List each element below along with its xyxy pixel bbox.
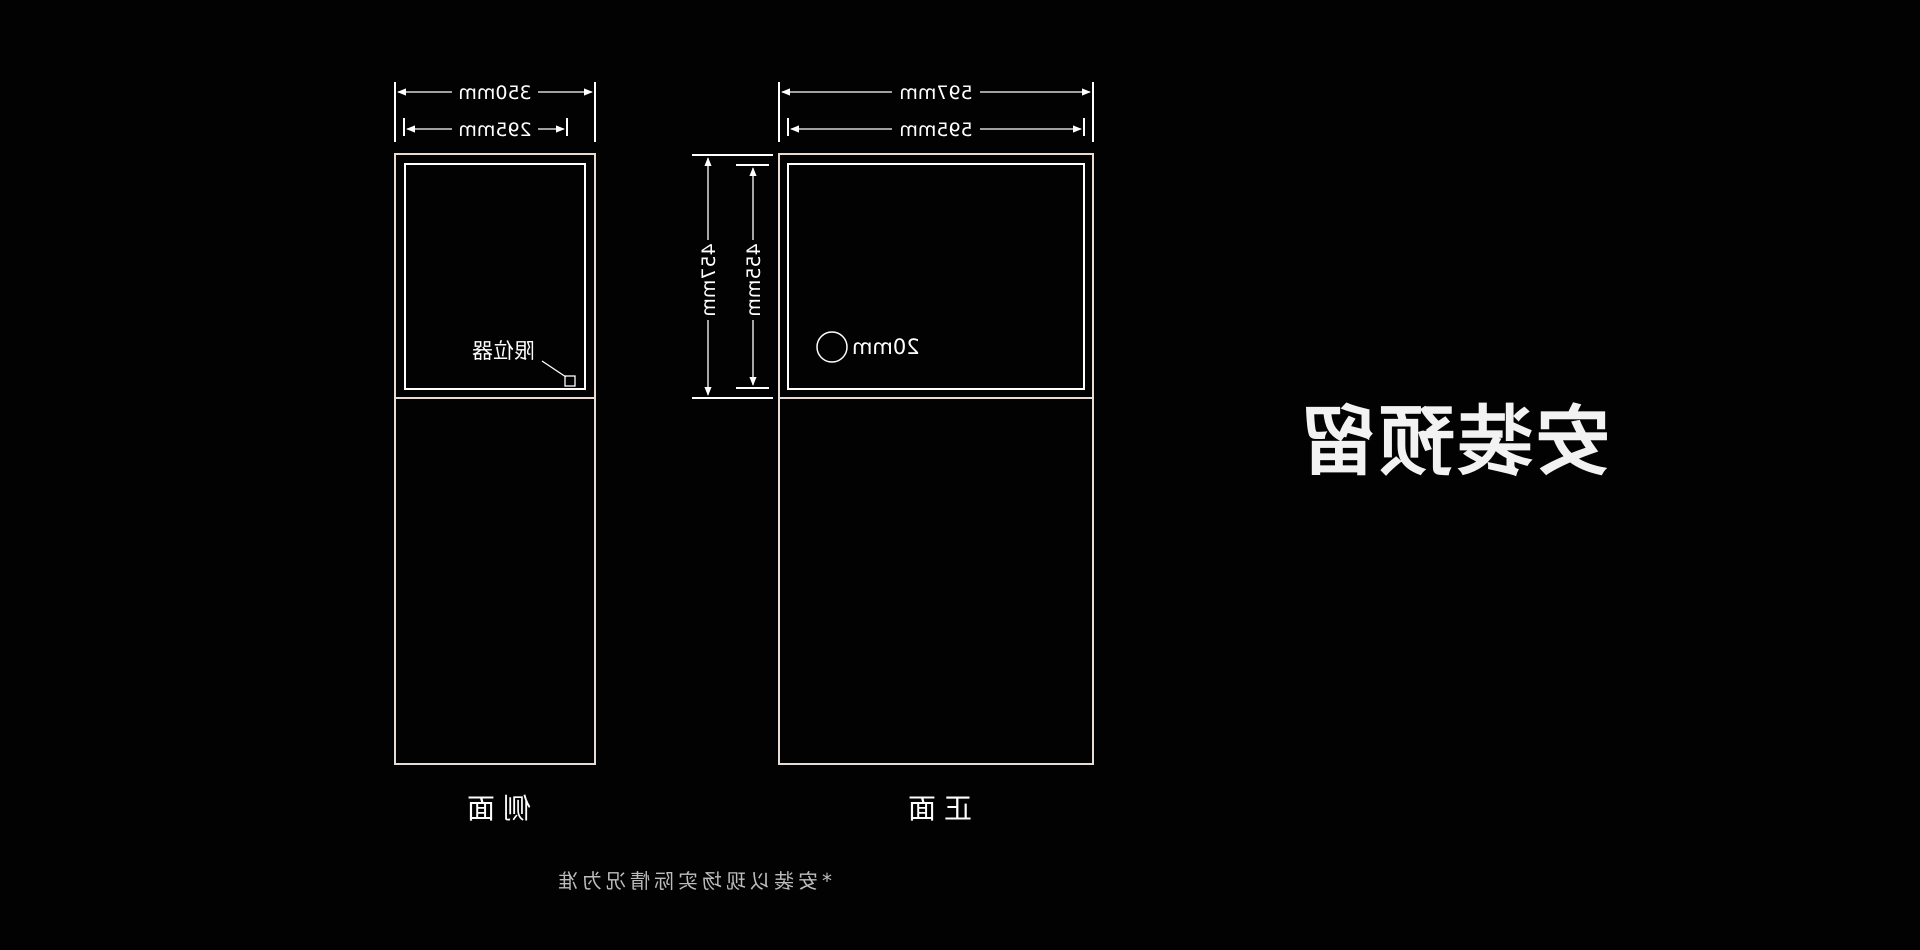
- limiter-marker: [564, 375, 576, 387]
- front-outer-width-label: 597mm: [899, 82, 972, 104]
- side-outer-width-label: 350mm: [458, 82, 531, 104]
- side-cabinet-outline: [394, 153, 596, 765]
- side-inner-width-label: 295mm: [458, 119, 531, 141]
- side-view: 限位器 350mm 295mm 侧面: [394, 82, 596, 825]
- side-view-label: 侧面: [459, 792, 531, 825]
- hole-diameter-label: 20mm: [852, 335, 920, 359]
- limiter-label: 限位器: [472, 339, 535, 363]
- limiter-leader: [541, 360, 567, 378]
- front-cabinet-outline: [778, 153, 1094, 765]
- front-niche-inner: [787, 163, 1085, 390]
- front-view: 20mm 597mm 595mm 457mm: [692, 82, 1094, 825]
- front-view-label: 正面: [900, 792, 972, 825]
- front-outer-height-label: 457mm: [698, 243, 720, 316]
- side-niche-inner: [404, 163, 586, 390]
- front-inner-height-label: 455mm: [743, 243, 765, 316]
- footnote: *安装以现场实际情况为准: [554, 869, 832, 893]
- headline: 安装预留: [1299, 397, 1611, 486]
- cable-hole: [816, 331, 848, 363]
- front-inner-width-label: 595mm: [899, 119, 972, 141]
